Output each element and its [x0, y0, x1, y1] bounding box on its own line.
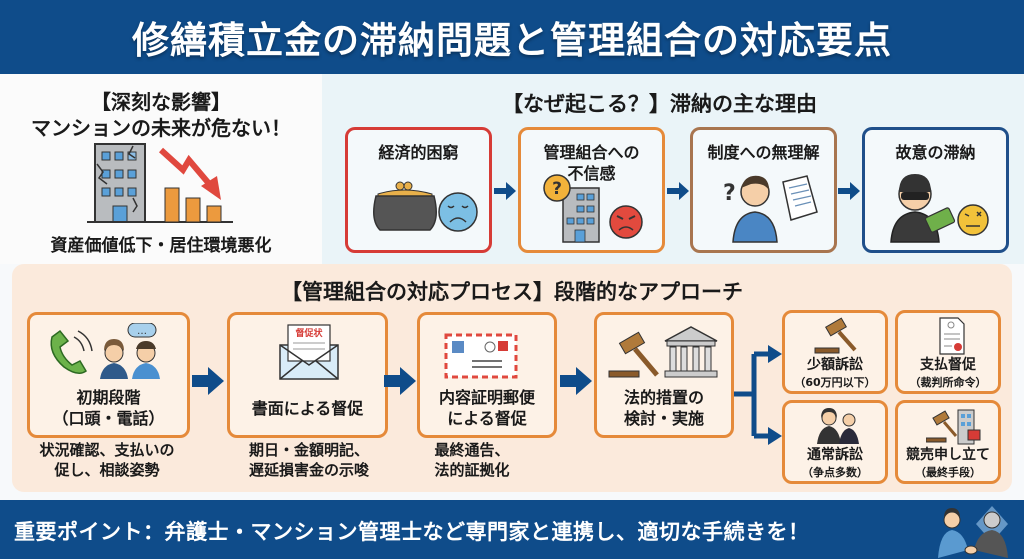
process-step-initial: … 初期段階 （口頭・電話） — [27, 312, 190, 438]
legal-option-label: 少額訴訟 — [807, 357, 863, 373]
step-label: 初期段階 — [76, 388, 141, 407]
legal-option-sub: （60万円以下） — [794, 376, 876, 389]
gavel-building-icon — [926, 409, 981, 445]
legal-option-sub: （裁判所命令） — [909, 376, 987, 389]
legal-option-sub: （争点多数） — [802, 466, 868, 479]
step-note: 最終通告、 法的証拠化 — [434, 441, 510, 479]
process-panel: 【管理組合の対応プロセス】段階的なアプローチ … 初期段階 （口頭・電話） — [12, 264, 1012, 492]
declining-chart-icon — [158, 147, 222, 223]
phone-icon — [50, 329, 93, 374]
reason-label-line2: 不信感 — [567, 164, 616, 183]
step-label: 内容証明郵便 — [438, 388, 535, 407]
step-note: 期日・金額明記、 遅延損害金の示唆 — [248, 441, 369, 479]
handshake-experts-icon — [938, 506, 1008, 558]
step-label-line2: （口頭・電話） — [52, 409, 165, 428]
courthouse-icon — [664, 326, 718, 378]
legal-option-regular-lawsuit: 通常訴訟 （争点多数） — [782, 400, 888, 484]
question-bubble-icon: ? — [543, 174, 571, 202]
reason-card-lack-of-understanding: 制度への無理解 ? — [690, 127, 837, 253]
arrow-right-icon — [560, 367, 592, 395]
svg-text:?: ? — [723, 181, 736, 206]
legal-option-label: 競売申し立て — [906, 447, 990, 463]
reason-label: 経済的困窮 — [378, 143, 459, 162]
lawyers-icon — [817, 408, 859, 444]
airmail-envelope-icon — [444, 333, 518, 379]
step-label: 書面による督促 — [251, 399, 364, 418]
key-point-text: 重要ポイント：弁護士・マンション管理士など専門家と連携し、適切な手続きを！ — [14, 520, 810, 544]
reason-label: 制度への無理解 — [707, 143, 820, 162]
court-document-icon — [939, 317, 965, 355]
impact-illustration — [87, 143, 233, 223]
legal-option-label: 通常訴訟 — [807, 447, 863, 463]
reason-illustration — [890, 174, 989, 243]
arrow-right-icon — [384, 367, 416, 395]
step-illustration: … — [50, 323, 160, 379]
money-icon — [924, 207, 956, 233]
page-title: 修繕積立金の滞納問題と管理組合の対応要点 — [132, 19, 892, 62]
svg-text:…: … — [137, 326, 147, 337]
arrow-right-icon — [192, 367, 224, 395]
reason-label: 管理組合への — [543, 143, 640, 162]
gavel-icon — [608, 331, 659, 378]
cracked-building-icon — [94, 143, 146, 223]
reason-card-economic-hardship: 経済的困窮 — [345, 127, 492, 253]
step-note: 状況確認、支払いの 促し、相談姿勢 — [39, 441, 175, 479]
reason-card-intentional: 故意の滞納 — [862, 127, 1009, 253]
process-step-legal-action: 法的措置の 検討・実施 — [594, 312, 734, 438]
reasons-panel: 【なぜ起こる？】滞納の主な理由 経済的困窮 管理組合への 不信感 — [322, 74, 1024, 264]
coin-purse-icon — [373, 181, 437, 231]
legal-option-label: 支払督促 — [920, 357, 976, 373]
arrow-right-icon — [494, 182, 516, 200]
footer-banner: 重要ポイント：弁護士・マンション管理士など専門家と連携し、適切な手続きを！ — [0, 500, 1024, 559]
branch-arrow-icon — [734, 345, 782, 445]
impact-subtitle: マンションの未来が危ない！ — [31, 116, 291, 140]
arrow-right-icon — [838, 182, 860, 200]
step-label-line2: による督促 — [447, 409, 527, 428]
people-chat-icon: … — [100, 323, 160, 379]
reason-illustration — [373, 181, 478, 232]
legal-option-small-claims: 少額訴訟 （60万円以下） — [782, 310, 888, 394]
process-title: 【管理組合の対応プロセス】段階的なアプローチ — [281, 280, 743, 304]
angry-face-icon — [609, 205, 643, 239]
header-banner: 修繕積立金の滞納問題と管理組合の対応要点 — [0, 0, 1024, 74]
confused-person-icon: ? — [723, 175, 778, 243]
impact-title: 【深刻な影響】 — [91, 90, 231, 114]
building-icon — [562, 187, 600, 243]
document-icon — [782, 175, 818, 221]
step-illustration — [608, 326, 718, 378]
reason-illustration: ? — [723, 175, 818, 243]
reason-label: 故意の滞納 — [895, 143, 976, 162]
svg-text:?: ? — [552, 179, 562, 199]
reasons-title: 【なぜ起こる？】滞納の主な理由 — [502, 92, 817, 116]
sad-face-icon — [438, 192, 478, 232]
process-step-written-notice: 督促状 書面による督促 — [227, 312, 388, 438]
legal-option-auction: 競売申し立て （最終手段） — [895, 400, 1001, 484]
impact-caption: 資産価値低下・居住環境悪化 — [50, 236, 272, 256]
gavel-icon — [814, 317, 857, 354]
reason-illustration: ? — [543, 174, 643, 243]
step-label: 法的措置の — [623, 388, 704, 407]
step-label-line2: 検討・実施 — [623, 409, 704, 428]
arrow-right-icon — [667, 182, 689, 200]
impact-panel: 【深刻な影響】 マンションの未来が危ない！ 資産価値低下・居住環境悪化 — [0, 74, 322, 264]
reason-card-distrust: 管理組合への 不信感 ? — [518, 127, 665, 253]
process-step-certified-mail: 内容証明郵便 による督促 — [417, 312, 557, 438]
legal-option-sub: （最終手段） — [915, 466, 981, 479]
annoyed-face-icon — [957, 204, 989, 236]
svg-text:督促状: 督促状 — [295, 327, 323, 339]
legal-option-payment-demand: 支払督促 （裁判所命令） — [895, 310, 1001, 394]
envelope-letter-icon: 督促状 — [279, 324, 339, 380]
